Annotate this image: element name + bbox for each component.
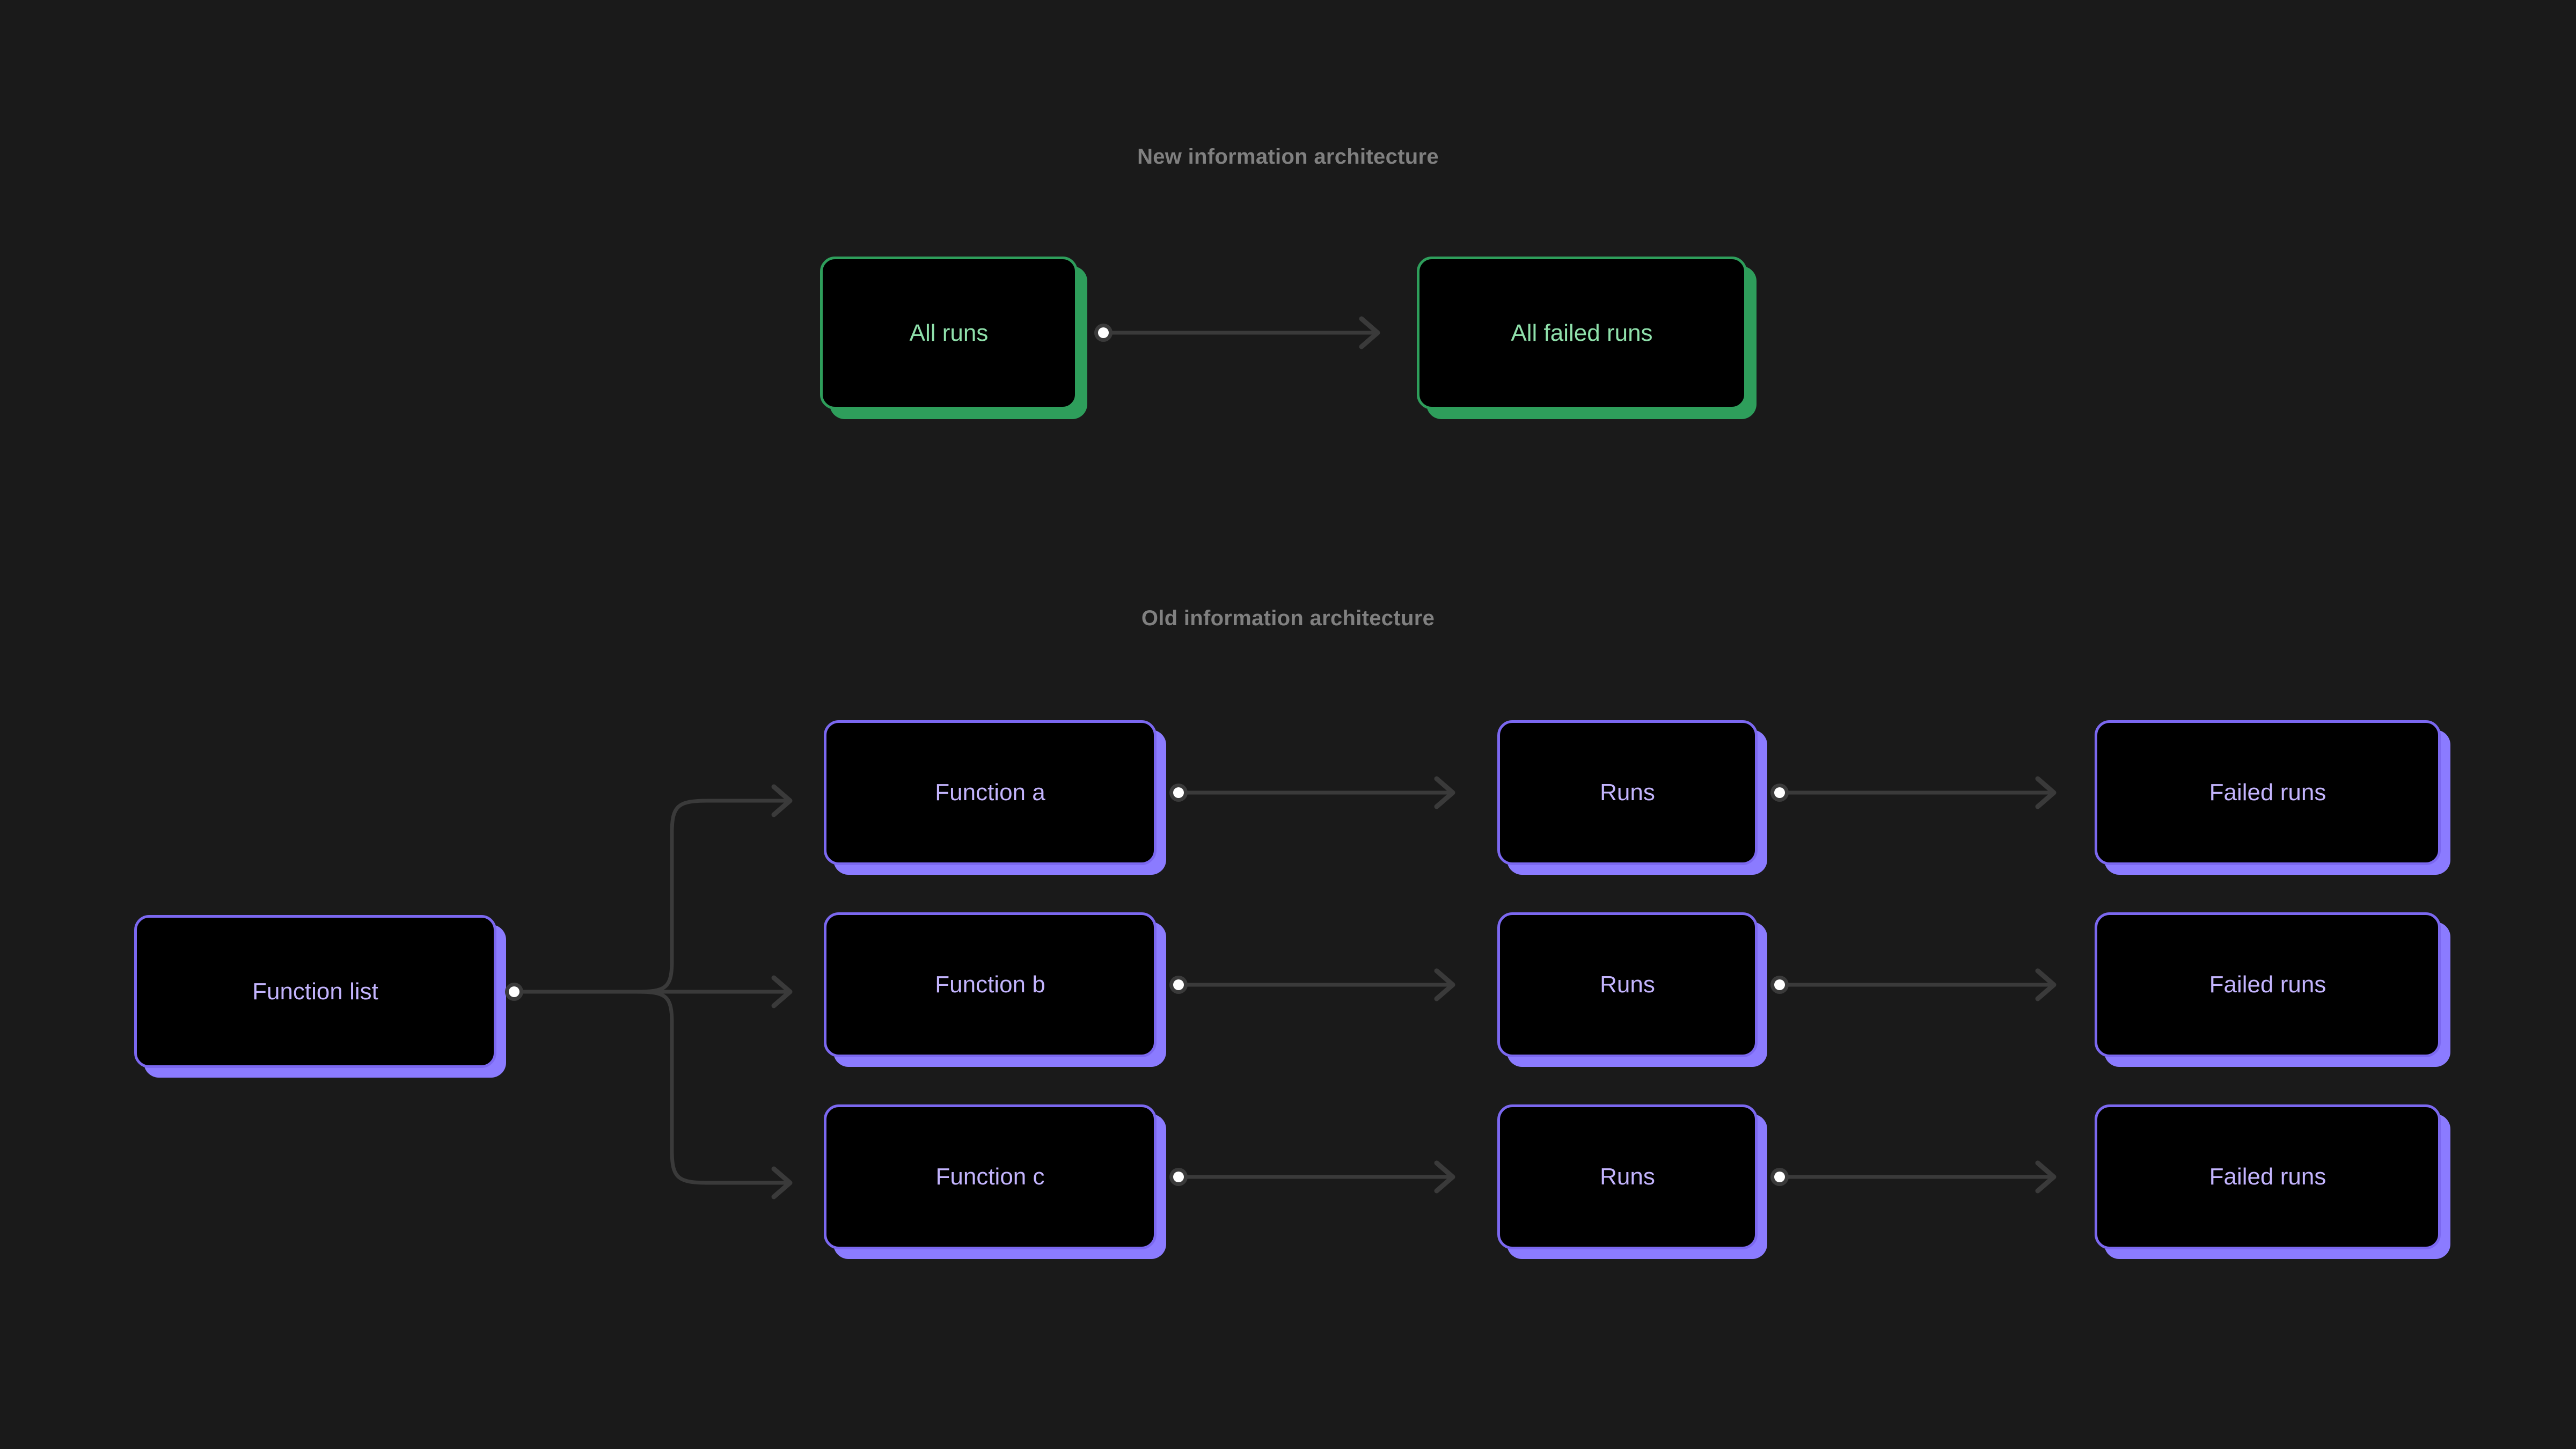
connector-dot-icon bbox=[1173, 787, 1184, 798]
node-label: Function b bbox=[935, 971, 1045, 998]
node-face: Failed runs bbox=[2095, 720, 2441, 865]
connector-all-runs-to-all-failed-runs bbox=[1094, 306, 1395, 360]
node-runs-b[interactable]: Runs bbox=[1497, 912, 1767, 1067]
node-face: All failed runs bbox=[1417, 257, 1747, 409]
branch-path-down bbox=[635, 990, 789, 1185]
node-label: Runs bbox=[1600, 1163, 1655, 1190]
node-all-failed-runs[interactable]: All failed runs bbox=[1417, 257, 1757, 419]
arrowhead-icon bbox=[771, 1166, 793, 1199]
arrowhead-icon bbox=[1434, 968, 1455, 1001]
connector-dot-icon bbox=[1173, 979, 1184, 990]
connector-runs-c-to-failed-runs bbox=[1770, 1150, 2072, 1204]
connector-runs-b-to-failed-runs bbox=[1770, 958, 2072, 1012]
node-face: Runs bbox=[1497, 1104, 1758, 1249]
node-face: Function list bbox=[134, 915, 496, 1068]
section-title-old: Old information architecture bbox=[1141, 606, 1435, 630]
connector-dot-icon bbox=[1774, 979, 1785, 990]
connector-dot-icon bbox=[1098, 327, 1109, 338]
arrowhead-icon bbox=[1359, 316, 1380, 349]
node-runs-c[interactable]: Runs bbox=[1497, 1104, 1767, 1259]
arrowhead-icon bbox=[2035, 1160, 2057, 1194]
connector-runs-a-to-failed-runs bbox=[1770, 766, 2072, 819]
section-title-new: New information architecture bbox=[1137, 145, 1439, 169]
node-label: Failed runs bbox=[2209, 1163, 2326, 1190]
node-function-list[interactable]: Function list bbox=[134, 915, 506, 1078]
node-face: Runs bbox=[1497, 912, 1758, 1057]
node-label: Function list bbox=[252, 978, 378, 1005]
node-function-a[interactable]: Function a bbox=[824, 720, 1166, 875]
arrowhead-icon bbox=[2035, 776, 2057, 809]
connector-function-b-to-runs bbox=[1169, 958, 1470, 1012]
node-face: Function b bbox=[824, 912, 1157, 1057]
node-failed-runs-b[interactable]: Failed runs bbox=[2095, 912, 2450, 1067]
node-face: Failed runs bbox=[2095, 912, 2441, 1057]
node-label: All failed runs bbox=[1511, 319, 1653, 346]
node-failed-runs-a[interactable]: Failed runs bbox=[2095, 720, 2450, 875]
arrowhead-icon bbox=[771, 975, 793, 1008]
node-function-b[interactable]: Function b bbox=[824, 912, 1166, 1067]
node-label: All runs bbox=[909, 319, 989, 346]
connector-dot-icon bbox=[1173, 1172, 1184, 1182]
connector-dot-icon bbox=[1774, 1172, 1785, 1182]
connector-function-c-to-runs bbox=[1169, 1150, 1470, 1204]
node-face: Function a bbox=[824, 720, 1157, 865]
connector-dot-icon bbox=[1774, 787, 1785, 798]
node-runs-a[interactable]: Runs bbox=[1497, 720, 1767, 875]
node-face: Failed runs bbox=[2095, 1104, 2441, 1249]
connector-dot-icon bbox=[509, 986, 519, 997]
branch-path-up bbox=[635, 799, 789, 994]
node-function-c[interactable]: Function c bbox=[824, 1104, 1166, 1259]
node-failed-runs-c[interactable]: Failed runs bbox=[2095, 1104, 2450, 1259]
connector-function-a-to-runs bbox=[1169, 766, 1470, 819]
node-label: Failed runs bbox=[2209, 971, 2326, 998]
arrowhead-icon bbox=[1434, 1160, 1455, 1194]
node-face: Function c bbox=[824, 1104, 1157, 1249]
arrowhead-icon bbox=[771, 784, 793, 817]
node-label: Function a bbox=[935, 779, 1045, 806]
node-face: Runs bbox=[1497, 720, 1758, 865]
connector-function-list-branch bbox=[504, 767, 805, 1218]
node-label: Runs bbox=[1600, 779, 1655, 806]
node-label: Failed runs bbox=[2209, 779, 2326, 806]
arrowhead-icon bbox=[2035, 968, 2057, 1001]
node-all-runs[interactable]: All runs bbox=[820, 257, 1087, 419]
arrowhead-icon bbox=[1434, 776, 1455, 809]
node-label: Function c bbox=[935, 1163, 1045, 1190]
node-label: Runs bbox=[1600, 971, 1655, 998]
node-face: All runs bbox=[820, 257, 1078, 409]
